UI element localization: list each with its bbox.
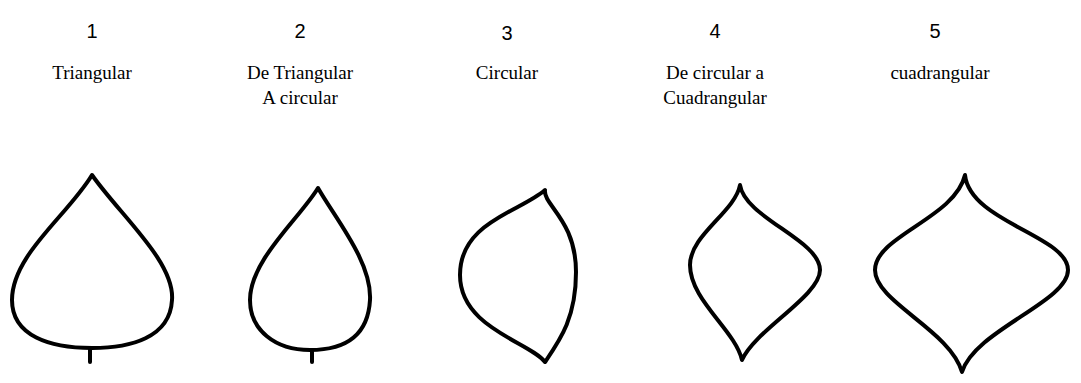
quadrangular-shape xyxy=(875,175,1068,372)
callout-number: 2 xyxy=(294,20,305,43)
shape-name: Circular xyxy=(476,60,538,85)
circular-quadrangular-shape xyxy=(690,185,820,360)
triangular-circular-shape xyxy=(250,188,370,350)
shape-name: De Triangular A circular xyxy=(244,60,356,110)
shape-name: De circular a Cuadrangular xyxy=(653,60,777,110)
shape-stem xyxy=(88,348,92,362)
callout-number: 3 xyxy=(501,22,512,45)
shape-name: cuadrangular xyxy=(890,60,989,85)
circular-shape xyxy=(460,190,576,362)
shape-name: Triangular xyxy=(52,60,132,85)
triangular-shape xyxy=(12,175,172,348)
shape-stem xyxy=(310,350,314,362)
callout-number: 1 xyxy=(86,20,97,43)
callout-number: 5 xyxy=(929,20,940,43)
callout-number: 4 xyxy=(709,20,720,43)
